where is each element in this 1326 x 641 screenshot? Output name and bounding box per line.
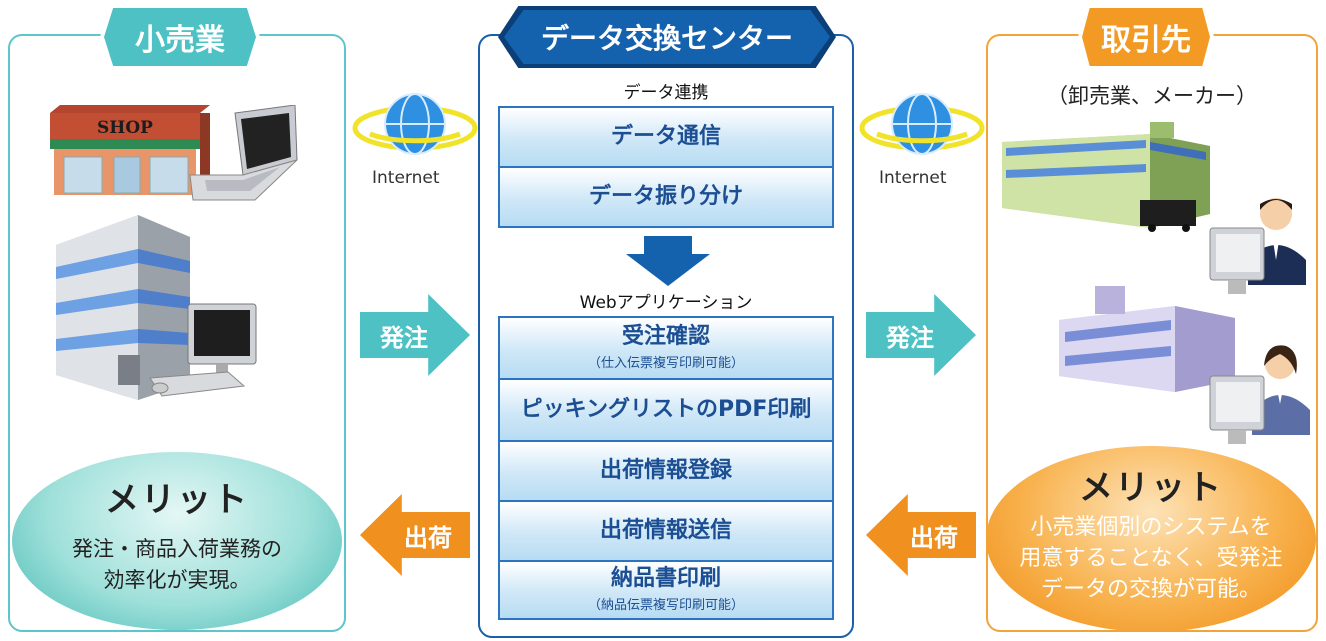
merit-title: メリット [1079,468,1223,508]
delivery-note-print-box: 納品書印刷 （納品伝票複写印刷可能） [498,560,834,620]
laptop-icon [189,105,298,201]
ship-arrow-right: 出荷 [866,494,976,576]
item-label: 出荷情報送信 [599,517,732,543]
factory-building-icon [1059,286,1235,392]
order-arrow-left: 発注 [360,294,470,376]
partner-merit-ellipse: メリット 小売業個別のシステムを 用意することなく、受発注 データの交換が可能。 [986,446,1316,632]
partner-subtitle: （卸売業、メーカー） [1047,84,1257,108]
item-note: （納品伝票複写印刷可能） [587,598,744,614]
data-communication-box: データ通信 [498,106,834,168]
internet-globe-icon [352,93,478,155]
internet-globe-icon [859,93,985,155]
ship-arrow-left: 出荷 [360,494,470,576]
office-building-icon [56,215,190,400]
picking-list-pdf-box: ピッキングリストのPDF印刷 [498,378,834,442]
merit-line: 発注・商品入荷業務の [72,537,282,561]
merit-title: メリット [105,480,249,520]
partner-header: 取引先 [1082,8,1210,66]
retailer-header: 小売業 [104,8,256,66]
internet-label-left: Internet [372,168,440,188]
merit-text: 小売業個別のシステムを 用意することなく、受発注 データの交換が可能。 [986,512,1316,605]
merit-line: 小売業個別のシステムを [1030,515,1272,540]
retailer-merit-ellipse: メリット 発注・商品入荷業務の 効率化が実現。 [12,452,342,630]
item-label: 納品書印刷 [610,565,721,591]
shipment-registration-box: 出荷情報登録 [498,440,834,502]
item-label: 出荷情報登録 [599,457,732,483]
merit-text: 発注・商品入荷業務の 効率化が実現。 [12,534,342,596]
office-worker-woman-icon [1209,345,1310,444]
item-label: 受注確認 [621,323,710,349]
item-label: データ振り分け [588,183,743,209]
data-linkage-label: データ連携 [623,83,709,103]
warehouse-building-icon [1002,122,1210,232]
merit-line: 用意することなく、受発注 [1019,546,1283,571]
center-header: データ交換センター [504,10,830,64]
desktop-computer-icon [149,303,257,397]
office-worker-man-icon [1209,198,1306,294]
shipment-transmission-box: 出荷情報送信 [498,500,834,562]
shop-icon: SHOP [50,105,210,195]
data-sorting-box: データ振り分け [498,166,834,228]
order-confirmation-box: 受注確認 （仕入伝票複写印刷可能） [498,316,834,380]
item-label: データ通信 [610,123,721,149]
item-label: ピッキングリストのPDF印刷 [520,396,812,422]
item-note: （仕入伝票複写印刷可能） [587,356,744,372]
internet-label-right: Internet [879,168,947,188]
order-arrow-right: 発注 [866,294,976,376]
down-arrow-icon [626,236,710,286]
web-application-label: Webアプリケーション [579,293,753,313]
merit-line: 効率化が実現。 [103,568,251,592]
svg-text:SHOP: SHOP [97,118,153,138]
merit-line: データの交換が可能。 [1040,577,1261,602]
